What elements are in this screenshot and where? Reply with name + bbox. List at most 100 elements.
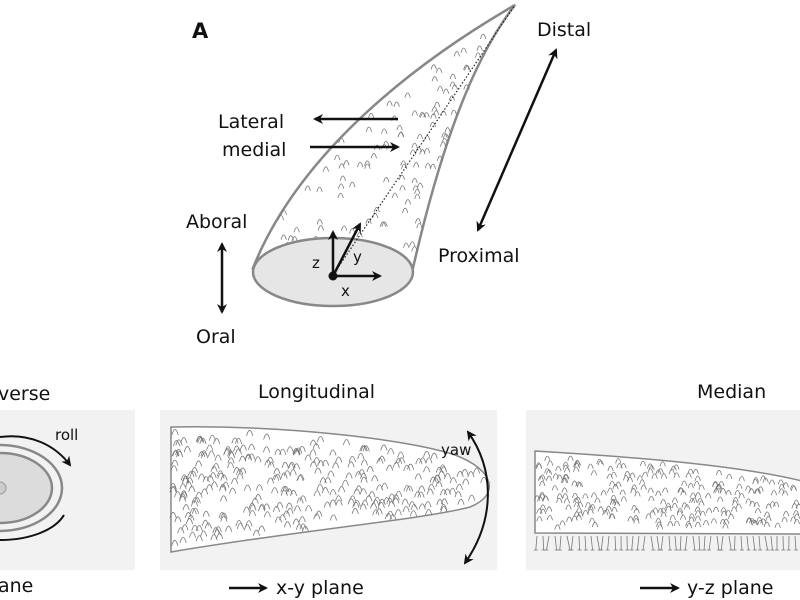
hair-mark <box>536 463 543 469</box>
hair-mark <box>667 521 674 527</box>
hair-mark <box>368 112 375 119</box>
hair-mark <box>697 497 704 504</box>
hair-mark <box>688 516 695 523</box>
hair-mark <box>175 449 183 456</box>
proximal-label: Proximal <box>438 245 520 267</box>
hair-mark <box>463 64 470 70</box>
hair-mark <box>715 469 723 476</box>
hair-mark <box>753 501 760 508</box>
hair-mark <box>364 163 371 169</box>
hair-mark <box>217 472 225 479</box>
hair-mark <box>605 505 612 511</box>
hair-mark <box>612 484 619 490</box>
hair-mark <box>364 160 371 166</box>
hair-mark <box>424 163 432 169</box>
hair-mark <box>545 469 553 475</box>
hair-mark <box>244 484 252 491</box>
hair-mark <box>440 141 447 147</box>
yaw-arrow <box>463 430 489 565</box>
hair-mark <box>687 468 694 474</box>
hair-mark <box>619 489 626 495</box>
hair-mark <box>255 484 263 491</box>
hair-mark <box>179 483 187 490</box>
hair-mark <box>642 471 649 477</box>
hair-mark <box>606 473 613 479</box>
hair-mark <box>559 520 566 526</box>
hair-mark <box>551 485 558 491</box>
hair-mark <box>406 485 414 492</box>
hair-mark <box>582 493 589 499</box>
hair-mark <box>225 525 233 532</box>
hair-mark <box>359 488 367 495</box>
hair-mark <box>372 509 380 516</box>
hair-mark <box>395 490 403 497</box>
hair-mark <box>279 448 287 455</box>
hair-mark <box>189 531 197 538</box>
base-cell <box>641 535 646 551</box>
hair-mark <box>689 497 696 504</box>
hair-mark <box>419 457 427 464</box>
hair-mark <box>373 206 380 213</box>
hair-mark <box>297 474 305 481</box>
hair-mark <box>424 501 432 508</box>
hair-mark <box>291 236 298 242</box>
hair-mark <box>793 513 800 519</box>
hair-mark <box>611 506 618 513</box>
hair-mark <box>552 473 559 479</box>
hair-mark <box>561 487 568 493</box>
hair-mark <box>202 510 210 517</box>
hair-mark <box>633 518 640 524</box>
hair-mark <box>726 473 733 480</box>
hair-mark <box>575 514 582 520</box>
hair-mark <box>195 535 203 542</box>
hair-mark <box>745 498 752 504</box>
hair-mark <box>685 472 692 478</box>
base-cell <box>674 535 679 551</box>
hair-mark <box>449 487 457 494</box>
longitudinal-section: Longitudinal yaw x-y plane <box>160 381 497 599</box>
hair-mark <box>180 491 188 498</box>
hair-mark <box>317 225 324 231</box>
roll-label: roll <box>55 426 78 444</box>
hair-mark <box>365 218 372 224</box>
hair-mark <box>455 483 463 490</box>
hair-mark <box>762 477 769 483</box>
hair-mark <box>172 449 180 456</box>
hair-mark <box>449 477 457 484</box>
hair-mark <box>292 518 300 525</box>
hair-mark <box>676 507 684 514</box>
hair-mark <box>671 502 678 509</box>
hair-mark <box>415 458 423 465</box>
hair-mark <box>627 516 634 522</box>
hair-mark <box>681 502 688 508</box>
hair-mark <box>655 490 662 496</box>
hair-mark <box>546 514 553 521</box>
section-title: Longitudinal <box>258 381 375 403</box>
hair-mark <box>252 529 260 536</box>
base-cell <box>752 535 757 551</box>
hair-mark <box>212 527 220 534</box>
hair-mark <box>359 503 367 510</box>
hair-mark <box>681 480 688 486</box>
hair-mark <box>376 484 384 491</box>
hair-mark <box>309 439 317 446</box>
hair-mark <box>345 472 353 479</box>
hair-mark <box>387 448 395 455</box>
hair-mark <box>631 484 638 490</box>
hair-mark <box>693 480 700 487</box>
base-cell <box>659 535 664 551</box>
hair-mark <box>187 471 195 478</box>
hair-mark <box>430 64 437 70</box>
hair-mark <box>427 483 435 490</box>
hair-mark <box>676 510 683 516</box>
hair-mark <box>317 460 325 467</box>
hair-mark <box>235 519 243 527</box>
hair-mark <box>607 465 614 472</box>
hair-mark <box>441 132 448 138</box>
hair-mark <box>329 499 337 506</box>
hair-mark <box>397 451 405 458</box>
hair-mark <box>212 462 220 470</box>
hair-mark <box>753 488 761 494</box>
hair-mark <box>647 463 654 469</box>
